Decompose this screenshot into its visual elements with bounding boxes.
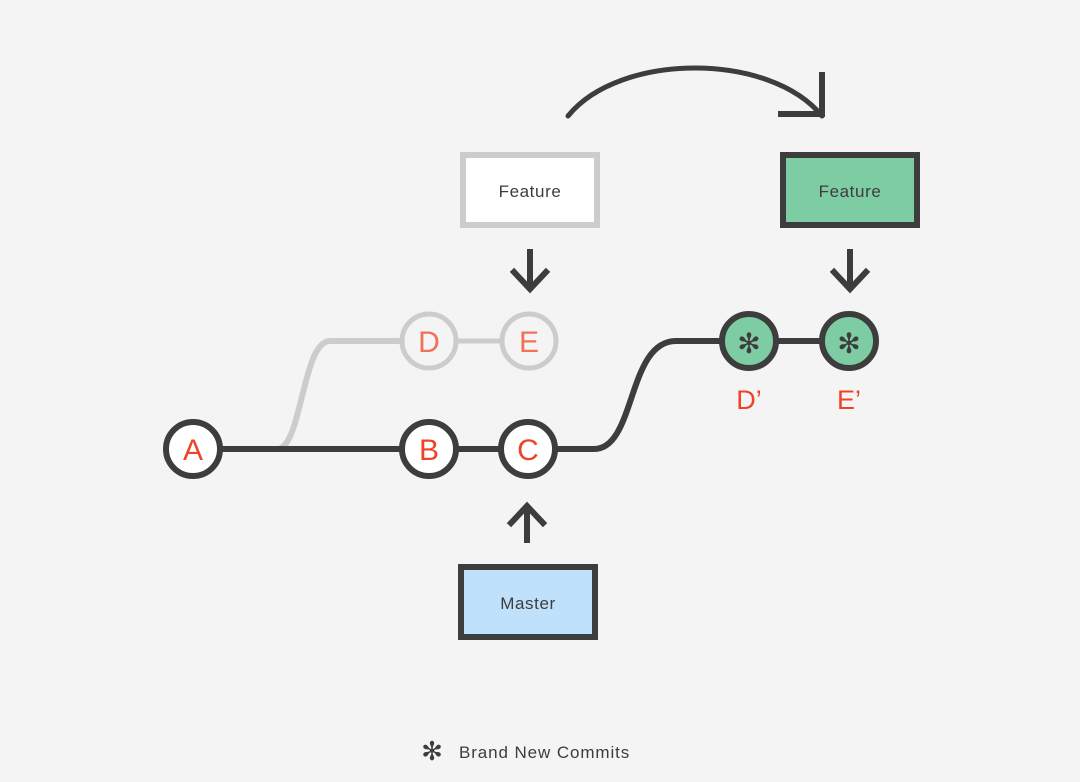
commit-label-C: C (517, 434, 539, 467)
commit-node-E-prime[interactable]: ✻ E’ (819, 311, 879, 415)
feature-new-down-arrow (829, 249, 871, 294)
legend-text: Brand New Commits (459, 743, 630, 762)
feature-new-arrow-head (829, 267, 871, 294)
old-feature-curve (240, 338, 403, 452)
commit-circle-E-prime[interactable] (819, 311, 879, 371)
legend-star-icon: ✻ (421, 737, 443, 767)
brand-new-commit-star-icon: ✻ (737, 327, 760, 360)
commit-circle-E[interactable] (499, 311, 559, 371)
commit-node-C[interactable]: C (498, 419, 558, 479)
feature-new-box-label: Feature (819, 182, 882, 201)
feature-new-box-rect[interactable] (780, 152, 920, 228)
commit-circle-D-prime[interactable] (719, 311, 779, 371)
legend: ✻ Brand New Commits (421, 737, 630, 767)
commit-label-E-prime: E’ (837, 385, 861, 415)
feature-old-arrow-head (509, 267, 551, 294)
commit-label-A: A (183, 434, 203, 467)
feature-old-box[interactable]: Feature (460, 152, 600, 228)
rebase-curve-path (565, 65, 825, 119)
feature-old-box-label: Feature (499, 182, 562, 201)
commit-label-D: D (418, 326, 440, 359)
commit-label-B: B (419, 434, 439, 467)
commit-circle-A[interactable] (163, 419, 223, 479)
commit-node-B[interactable]: B (399, 419, 459, 479)
commit-label-D-prime: D’ (736, 385, 762, 415)
master-box[interactable]: Master (458, 564, 598, 640)
new-feature-curve (550, 338, 724, 452)
commit-circle-B[interactable] (399, 419, 459, 479)
master-up-arrow (506, 501, 548, 543)
commit-node-A[interactable]: A (163, 419, 223, 479)
feature-new-box[interactable]: Feature (780, 152, 920, 228)
master-box-rect[interactable] (458, 564, 598, 640)
commit-node-D-prime[interactable]: ✻ D’ (719, 311, 779, 415)
commit-circle-D[interactable] (399, 311, 459, 371)
old-feature-branch-line (240, 338, 503, 452)
commit-label-E: E (519, 326, 539, 359)
rebase-curve-arrow (565, 65, 825, 119)
commit-node-E[interactable]: E (499, 311, 559, 371)
master-box-label: Master (500, 594, 556, 613)
master-arrow-head (506, 501, 548, 528)
brand-new-commit-star-icon: ✻ (837, 327, 860, 360)
feature-old-box-rect[interactable] (460, 152, 600, 228)
feature-old-down-arrow (509, 249, 551, 294)
commit-circle-C[interactable] (498, 419, 558, 479)
new-feature-branch-line (550, 338, 823, 452)
rebase-arrowhead (778, 72, 825, 117)
commit-node-D[interactable]: D (399, 311, 459, 371)
